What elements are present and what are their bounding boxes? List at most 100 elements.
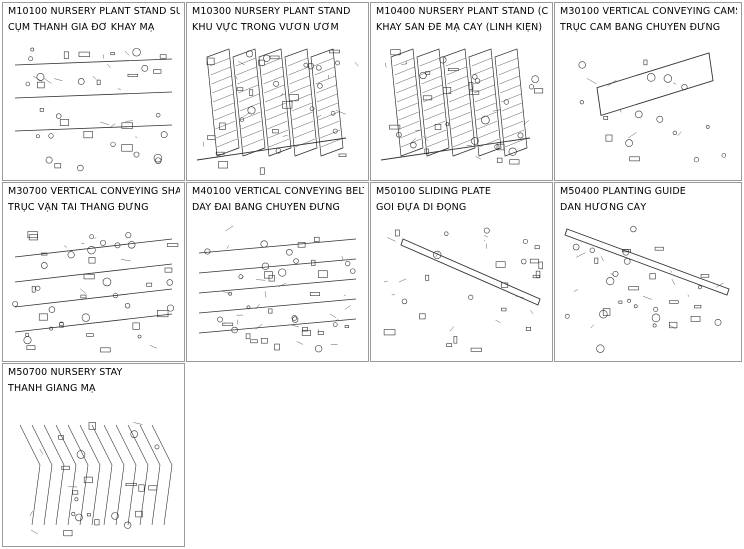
tray-rib	[242, 129, 263, 139]
part-glyph	[124, 521, 132, 529]
part-glyph	[63, 245, 67, 248]
part-glyph	[87, 245, 96, 255]
part-glyph	[238, 274, 244, 280]
catalog-card-m50100[interactable]: M50100 SLIDING PLATE GỐI ĐỰA DI ĐỘNG	[370, 182, 553, 362]
part-glyph	[78, 51, 90, 57]
part-glyph	[628, 132, 637, 139]
part-glyph	[330, 313, 337, 318]
part-glyph	[296, 341, 303, 345]
part-glyph	[405, 60, 407, 65]
part-glyph	[705, 125, 710, 129]
catalog-card-m30700[interactable]: M30700 VERTICAL CONVEYING SHAFT TRỤC VẬN…	[2, 182, 185, 362]
parts-diagram-thumbnail	[373, 219, 550, 359]
part-glyph	[246, 305, 251, 310]
tray-rib	[393, 57, 414, 67]
card-code-title: M40100 VERTICAL CONVEYING BELT	[192, 186, 364, 197]
part-glyph	[217, 316, 223, 323]
parts-diagram-thumbnail	[5, 219, 182, 359]
tray-rib	[212, 93, 234, 103]
catalog-card-m50700[interactable]: M50700 NURSERY STAY THANH GIẰNG MẠ	[2, 363, 185, 547]
catalog-card-m50400[interactable]: M50400 PLANTING GUIDE DẪN HƯỚNG CẤY	[554, 182, 742, 362]
part-glyph	[236, 87, 244, 91]
part-glyph	[260, 240, 268, 248]
tray-rib	[295, 147, 316, 157]
part-glyph	[141, 64, 149, 72]
tray-rib	[263, 75, 284, 85]
tray-rib	[422, 93, 444, 103]
catalog-card-m10100[interactable]: M10100 NURSERY PLANT STAND SUPP CỤM THAN…	[2, 2, 185, 181]
part-glyph	[578, 61, 586, 69]
part-glyph	[25, 81, 31, 87]
tray-rib	[499, 75, 520, 85]
part-glyph	[243, 111, 251, 118]
part-glyph	[314, 236, 320, 242]
part-glyph	[275, 148, 282, 154]
tray-rib	[314, 66, 335, 76]
exploded-view-drawing	[12, 231, 179, 353]
parts-diagram-thumbnail	[557, 219, 739, 359]
part-glyph	[291, 316, 299, 323]
part-glyph	[86, 333, 94, 337]
catalog-card-m40100[interactable]: M40100 VERTICAL CONVEYING BELT DÂY ĐAI B…	[186, 182, 369, 362]
part-glyph	[434, 124, 442, 130]
catalog-card-m30100[interactable]: M30100 VERTICAL CONVEYING CAMSHA TRỤC CA…	[554, 2, 742, 181]
part-glyph	[153, 69, 162, 74]
shaft-line	[198, 298, 357, 314]
part-glyph	[394, 229, 400, 237]
part-glyph	[258, 59, 265, 66]
part-glyph	[627, 298, 631, 303]
tray-rib	[475, 102, 496, 112]
part-glyph	[687, 294, 689, 297]
shaft-line	[14, 58, 173, 66]
tray-rib	[503, 120, 524, 130]
part-glyph	[239, 124, 241, 127]
part-glyph	[663, 74, 673, 83]
part-glyph	[535, 270, 541, 278]
tray-rib	[316, 93, 338, 103]
part-glyph	[316, 65, 322, 71]
card-code-title: M10100 NURSERY PLANT STAND SUPP	[8, 6, 180, 17]
tray-rib	[294, 129, 315, 139]
tray-rib	[291, 102, 312, 112]
part-glyph	[612, 271, 619, 277]
part-glyph	[110, 141, 116, 147]
parts-diagram-thumbnail	[373, 39, 550, 178]
catalog-card-m10300[interactable]: M10300 NURSERY PLANT STAND KHU VỰC TRỒNG…	[186, 2, 369, 181]
tray-rib	[422, 84, 443, 94]
part-glyph	[269, 55, 280, 60]
tray-rib	[447, 75, 468, 85]
part-glyph	[157, 310, 169, 318]
part-glyph	[439, 56, 447, 64]
part-glyph	[137, 334, 142, 339]
part-glyph	[528, 84, 535, 90]
part-glyph	[538, 261, 543, 270]
stay-rod	[151, 424, 173, 526]
part-glyph	[721, 153, 727, 158]
part-glyph	[495, 319, 501, 323]
tray-rib	[268, 138, 290, 148]
stay-rod	[67, 424, 89, 526]
catalog-card-m10400[interactable]: M10400 NURSERY PLANT STAND (COMP KHAY SÀ…	[370, 2, 553, 181]
tray-rib	[419, 57, 440, 67]
part-glyph	[255, 324, 263, 330]
part-glyph	[329, 49, 340, 54]
card-code-title: M30700 VERTICAL CONVEYING SHAFT	[8, 186, 180, 197]
part-glyph	[503, 99, 509, 105]
part-glyph	[256, 279, 266, 281]
tray-rib	[502, 111, 523, 121]
part-glyph	[468, 294, 474, 300]
tray-rib	[396, 84, 417, 94]
tray-outline	[468, 48, 502, 157]
part-glyph	[120, 259, 131, 262]
slide-rail	[400, 238, 541, 306]
part-glyph	[228, 291, 232, 296]
part-glyph	[483, 239, 486, 242]
part-glyph	[234, 74, 238, 80]
tray-rib	[317, 102, 338, 112]
exploded-view-drawing	[578, 52, 727, 163]
part-glyph	[74, 497, 79, 502]
card-vietnamese-title: KHAY SÀN ĐỂ MẠ CẤY (LINH KIỆN)	[376, 22, 543, 33]
part-glyph	[316, 114, 322, 118]
part-glyph	[226, 245, 229, 249]
tray-rib	[216, 138, 238, 148]
